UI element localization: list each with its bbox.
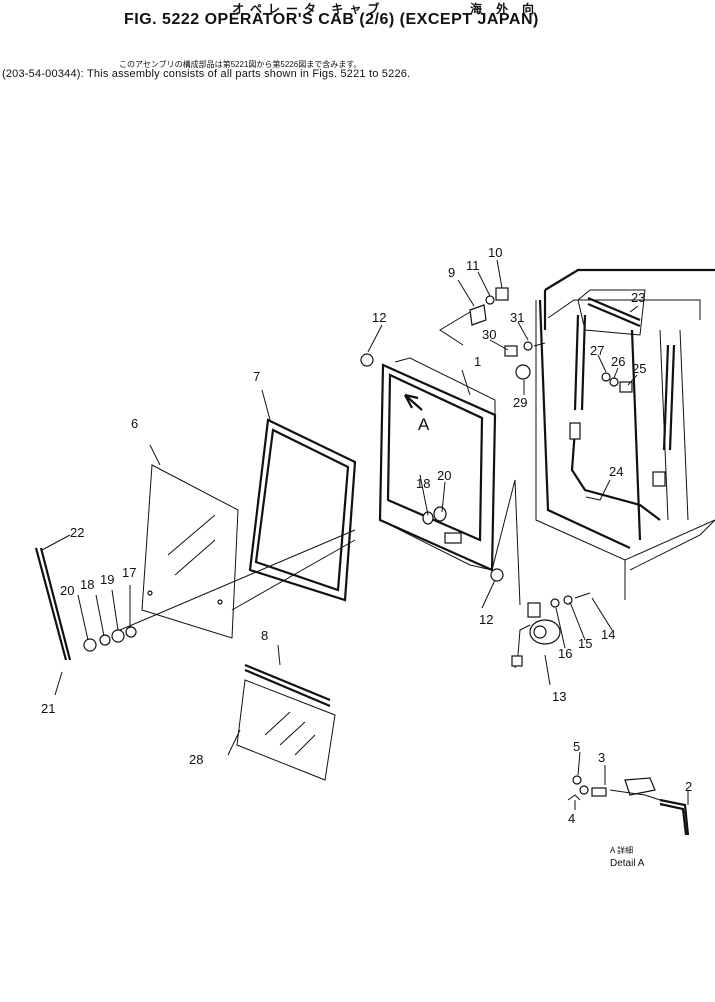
callout-4: 4 bbox=[568, 811, 575, 826]
callout-19: 19 bbox=[100, 572, 114, 587]
callout-28: 28 bbox=[189, 752, 203, 767]
callout-24: 24 bbox=[609, 464, 623, 479]
callout-30: 30 bbox=[482, 327, 496, 342]
callout-13: 13 bbox=[552, 689, 566, 704]
callout-22: 22 bbox=[70, 525, 84, 540]
lower-glass bbox=[236, 663, 336, 781]
window-glass bbox=[141, 464, 239, 639]
callout-11: 11 bbox=[466, 258, 480, 273]
detail-a-label: Detail A bbox=[610, 858, 645, 869]
callout-9: 9 bbox=[448, 265, 455, 280]
callout-12-upper: 12 bbox=[372, 310, 386, 325]
callout-15: 15 bbox=[578, 636, 592, 651]
japanese-assembly-note: このアセンブリの構成部品は第5221図から第5226図まで含みます。 bbox=[119, 60, 362, 69]
callout-17: 17 bbox=[122, 565, 136, 580]
leader-lines bbox=[41, 259, 689, 810]
callout-25: 25 bbox=[632, 361, 646, 376]
callout-27: 27 bbox=[590, 343, 604, 358]
callout-16: 16 bbox=[558, 646, 572, 661]
callout-8: 8 bbox=[261, 628, 268, 643]
upper-bracket bbox=[360, 287, 633, 582]
cab-body bbox=[535, 268, 715, 600]
callout-labels: 1 2 3 4 5 6 7 8 9 10 11 12 12 13 14 15 1… bbox=[41, 245, 692, 869]
callout-3: 3 bbox=[598, 750, 605, 765]
japanese-title: オペレータ キャブ bbox=[232, 2, 386, 16]
callout-31: 31 bbox=[510, 310, 524, 325]
callout-23: 23 bbox=[631, 290, 645, 305]
wiper-motor bbox=[511, 592, 591, 669]
callout-21: 21 bbox=[41, 701, 55, 716]
callout-20-frame: 20 bbox=[437, 468, 451, 483]
callout-18-frame: 18 bbox=[416, 476, 430, 491]
callout-26: 26 bbox=[611, 354, 625, 369]
window-frame bbox=[378, 357, 497, 572]
callout-6: 6 bbox=[131, 416, 138, 431]
japanese-region-label: 海外向 bbox=[470, 2, 549, 16]
assembly-note: (203-54-00344): This assembly consists o… bbox=[2, 68, 411, 80]
figure-title: FIG. 5222 OPERATOR'S CAB (2/6) (EXCEPT J… bbox=[124, 11, 539, 28]
wiper-arm bbox=[34, 547, 137, 661]
callout-29: 29 bbox=[513, 395, 527, 410]
window-seal bbox=[248, 418, 357, 602]
callout-12-lower: 12 bbox=[479, 612, 493, 627]
detail-marker-a: A bbox=[418, 415, 430, 434]
callout-1: 1 bbox=[474, 354, 481, 369]
callout-2: 2 bbox=[685, 779, 692, 794]
callout-5: 5 bbox=[573, 739, 580, 754]
callout-18-wiper: 18 bbox=[80, 577, 94, 592]
callout-14: 14 bbox=[601, 627, 615, 642]
callout-7: 7 bbox=[253, 369, 260, 384]
callout-20-wiper: 20 bbox=[60, 583, 74, 598]
detail-a bbox=[567, 775, 690, 836]
detail-a-label-jp: A 詳細 bbox=[610, 845, 633, 855]
callout-10: 10 bbox=[488, 245, 502, 260]
